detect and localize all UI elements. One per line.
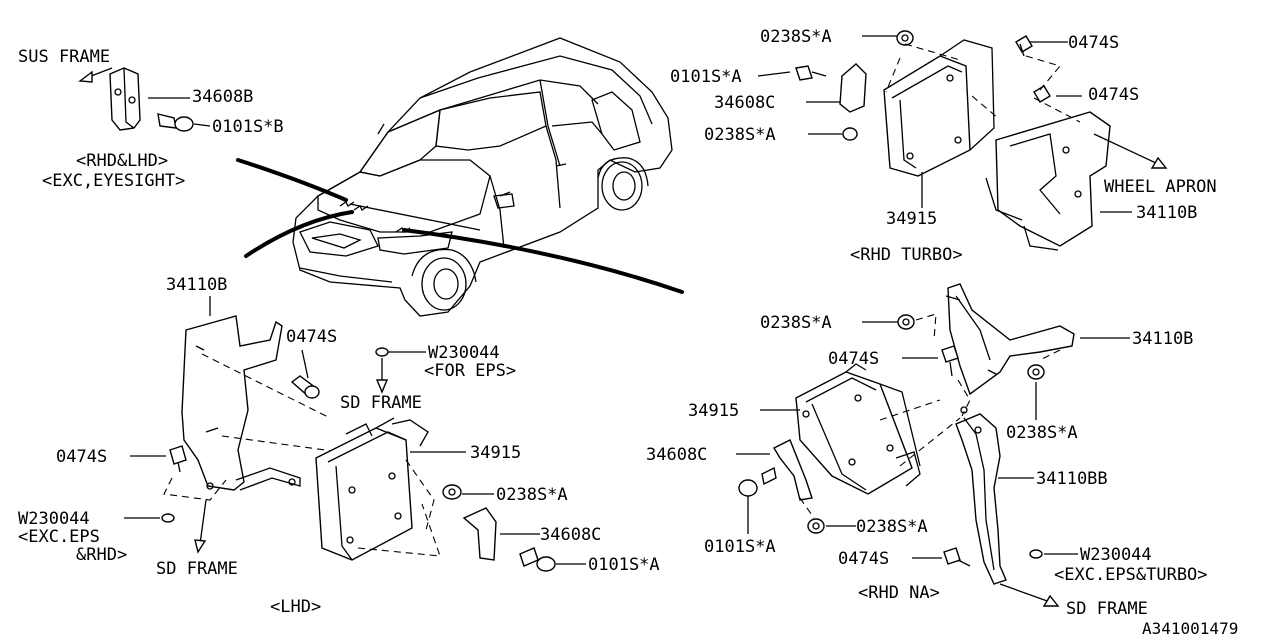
module-34915-turbo-shape xyxy=(883,55,971,177)
label-exc-eps-turbo: <EXC.EPS&TURBO> xyxy=(1054,565,1208,585)
view-rhd-turbo: 0238S*A 0474S 0101S*A 34608C 0238S*A 047… xyxy=(670,27,1217,265)
view-top-left: SUS FRAME 34608B 0101S*B <RHD&LHD> <EXC,… xyxy=(18,47,284,191)
diagram-id: A341001479 xyxy=(1142,619,1238,638)
label-and-rhd: &RHD> xyxy=(76,545,127,565)
label-w230044-eps: W230044 xyxy=(428,343,500,363)
label-0474s-lhd-top: 0474S xyxy=(286,327,337,347)
label-0474s-top: 0474S xyxy=(1068,33,1119,53)
label-0238sa-na-right: 0238S*A xyxy=(1006,423,1078,443)
label-0238sa-top: 0238S*A xyxy=(760,27,832,47)
bolt-0101sb-shape xyxy=(157,113,177,129)
label-0238sa-turbo-left: 0238S*A xyxy=(704,125,776,145)
label-34608c-lhd: 34608C xyxy=(540,525,601,545)
label-34608c-turbo: 34608C xyxy=(714,93,775,113)
label-sus-frame: SUS FRAME xyxy=(18,47,110,67)
label-exc-eps: <EXC.EPS xyxy=(18,527,100,547)
caption-lhd: <LHD> xyxy=(270,597,321,617)
label-0238sa-lhd: 0238S*A xyxy=(496,485,568,505)
bracket-34608c-lhd-shape xyxy=(462,507,497,561)
bracket-34608c-turbo-shape xyxy=(839,63,867,113)
label-34915-turbo: 34915 xyxy=(886,209,937,229)
bracket-34608c-na-shape xyxy=(773,439,813,501)
module-34915-na-shape xyxy=(795,371,913,495)
vehicle-illustration xyxy=(236,37,684,317)
label-sd-frame-mid: SD FRAME xyxy=(340,393,422,413)
clip-w230044-exc xyxy=(161,513,175,523)
caption-rhd-lhd: <RHD&LHD> xyxy=(76,151,168,171)
label-wheel-apron: WHEEL APRON xyxy=(1104,177,1217,197)
bolt-0474s-top-shape xyxy=(1015,35,1033,53)
label-0101sb: 0101S*B xyxy=(212,117,284,137)
module-34915-lhd-shape xyxy=(315,427,413,561)
arrow-head-sus-frame xyxy=(78,70,93,83)
label-0474s-na-bottom: 0474S xyxy=(838,549,889,569)
label-0101sa-turbo: 0101S*A xyxy=(670,67,742,87)
view-lhd: 34110B 0474S W230044 <FOR EPS> SD FRAME … xyxy=(18,275,660,617)
label-34915-na: 34915 xyxy=(688,401,739,421)
label-34110bb: 34110BB xyxy=(1036,469,1108,489)
clip-w230044-eps xyxy=(375,347,389,357)
clip-w230044-na xyxy=(1029,549,1043,559)
label-for-eps: <FOR EPS> xyxy=(424,361,516,381)
label-34110b-na: 34110B xyxy=(1132,329,1193,349)
label-sd-frame-na: SD FRAME xyxy=(1066,599,1148,619)
label-0101sa-na: 0101S*A xyxy=(704,537,776,557)
label-34110b-turbo: 34110B xyxy=(1136,203,1197,223)
label-34608c-na: 34608C xyxy=(646,445,707,465)
label-0474s-turbo-right: 0474S xyxy=(1088,85,1139,105)
caption-exc-eyesight: <EXC,EYESIGHT> xyxy=(42,171,185,191)
label-0101sa-lhd: 0101S*A xyxy=(588,555,660,575)
support-34110bb-shape xyxy=(955,413,1007,585)
label-sd-frame-bottom: SD FRAME xyxy=(156,559,238,579)
caption-rhd-na: <RHD NA> xyxy=(858,583,940,603)
caption-rhd-turbo: <RHD TURBO> xyxy=(850,245,963,265)
label-34915-lhd: 34915 xyxy=(470,443,521,463)
label-w230044-na: W230044 xyxy=(1080,545,1152,565)
label-0474s-lhd-left: 0474S xyxy=(56,447,107,467)
label-0238sa-na-top: 0238S*A xyxy=(760,313,832,333)
label-w230044-exc: W230044 xyxy=(18,509,90,529)
label-34110b-lhd: 34110B xyxy=(166,275,227,295)
support-34110b-na-shape xyxy=(947,283,1075,396)
view-rhd-na: 0238S*A 34110B 0474S 0238S*A xyxy=(646,283,1208,619)
label-34608b: 34608B xyxy=(192,87,253,107)
label-0238sa-na-bottom: 0238S*A xyxy=(856,517,928,537)
support-34110b-lhd-shape xyxy=(181,315,283,491)
label-0474s-na: 0474S xyxy=(828,349,879,369)
